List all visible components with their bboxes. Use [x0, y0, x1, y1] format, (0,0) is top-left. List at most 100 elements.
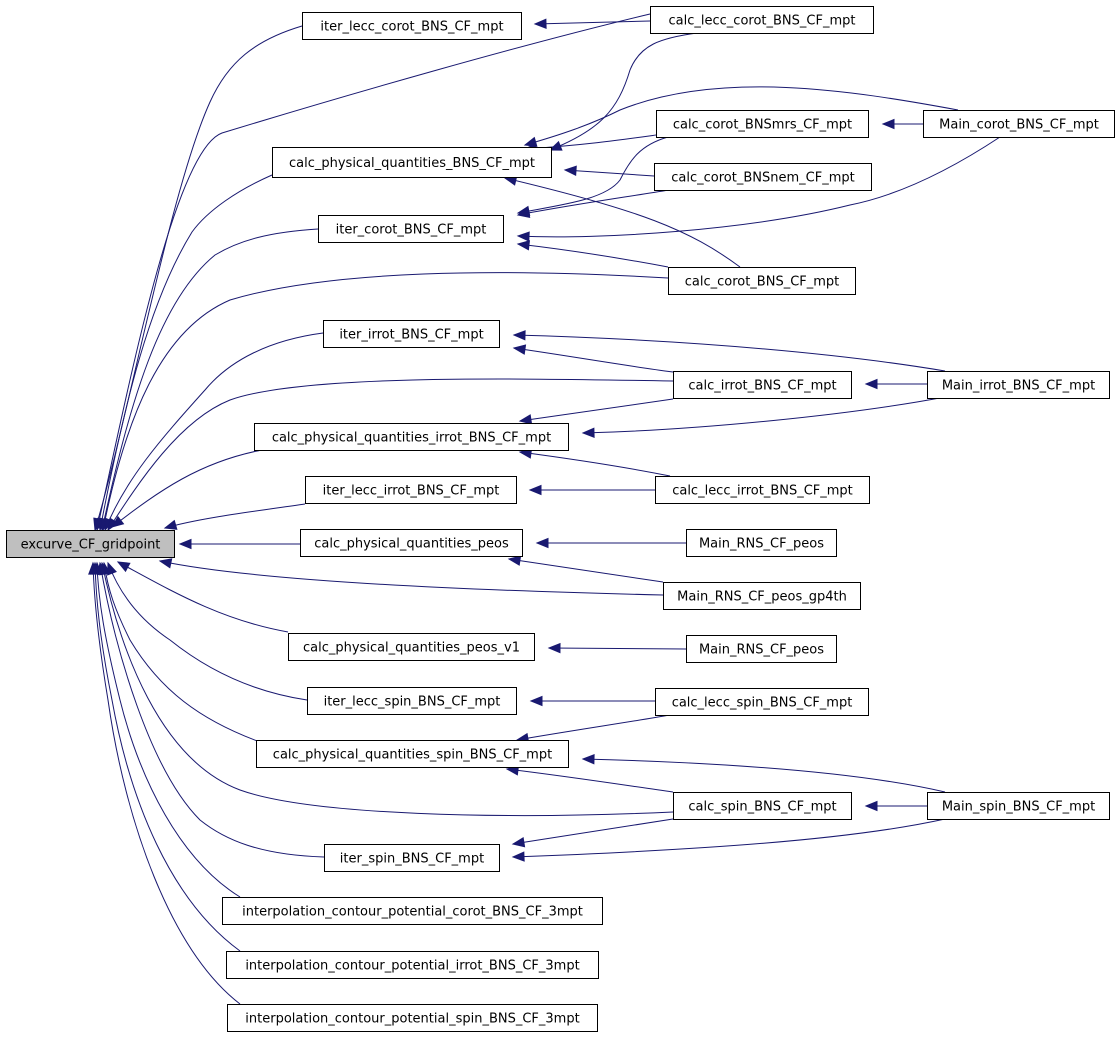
edge-line — [517, 189, 670, 216]
edge-iter_spin-to-excurve — [96, 561, 325, 858]
edge-line — [513, 347, 674, 373]
node-iter_lecc_corot[interactable]: iter_lecc_corot_BNS_CF_mpt — [302, 12, 522, 40]
edge-calc_lecc_irrot-to-iter_lecc_irrot — [528, 484, 655, 496]
arrowhead-icon — [512, 344, 527, 355]
node-cpq_spin[interactable]: calc_physical_quantities_spin_BNS_CF_mpt — [256, 740, 569, 768]
node-main_rns_peos_b[interactable]: Main_RNS_CF_peos — [686, 635, 837, 663]
arrowhead-icon — [563, 165, 577, 177]
edge-line — [117, 561, 289, 633]
arrowhead-icon — [547, 642, 561, 654]
node-label: calc_physical_quantities_peos_v1 — [303, 641, 520, 656]
node-calc_corot_nem[interactable]: calc_corot_BNSnem_CF_mpt — [654, 163, 872, 191]
edge-main_corot-to-iter_corot — [516, 136, 1001, 242]
edge-line — [101, 562, 674, 817]
node-label: calc_irrot_BNS_CF_mpt — [688, 379, 836, 394]
edge-iter_lecc_spin-to-excurve — [107, 561, 308, 701]
node-box — [227, 1004, 598, 1032]
arrowhead-icon — [516, 231, 530, 242]
edge-main_irrot-to-cpq_irrot — [581, 396, 946, 438]
arrowhead-icon — [110, 515, 125, 528]
edge-line — [512, 818, 946, 858]
edge-line — [517, 136, 669, 214]
node-calc_lecc_corot[interactable]: calc_lecc_corot_BNS_CF_mpt — [650, 6, 874, 34]
node-interp_spin[interactable]: interpolation_contour_potential_spin_BNS… — [227, 1004, 598, 1032]
node-cpq_bns[interactable]: calc_physical_quantities_BNS_CF_mpt — [272, 147, 552, 178]
arrowhead-icon — [529, 695, 543, 707]
arrowhead-icon — [511, 851, 525, 862]
node-main_corot[interactable]: Main_corot_BNS_CF_mpt — [923, 110, 1115, 138]
node-box — [300, 529, 523, 557]
edge-line — [107, 562, 308, 701]
edge-calc_corot_nem-to-cpq_bns — [563, 165, 655, 177]
node-iter_spin[interactable]: iter_spin_BNS_CF_mpt — [324, 844, 500, 872]
edge-cpq_peos-to-excurve — [178, 538, 300, 550]
arrowhead-icon — [864, 800, 878, 812]
node-iter_irrot[interactable]: iter_irrot_BNS_CF_mpt — [323, 320, 500, 348]
edge-main_spin-to-calc_spin — [864, 800, 927, 812]
node-calc_lecc_spin[interactable]: calc_lecc_spin_BNS_CF_mpt — [655, 688, 869, 716]
edge-line — [101, 228, 319, 531]
edge-calc_irrot-to-cpq_irrot — [518, 398, 674, 425]
edge-calc_spin-to-cpq_spin — [505, 765, 674, 793]
node-calc_corot[interactable]: calc_corot_BNS_CF_mpt — [668, 267, 856, 295]
node-interp_irrot[interactable]: interpolation_contour_potential_irrot_BN… — [226, 951, 599, 979]
edges-layer — [88, 13, 1001, 1005]
edge-main_rns_peos_a-to-cpq_peos — [535, 537, 686, 549]
node-calc_lecc_irrot[interactable]: calc_lecc_irrot_BNS_CF_mpt — [655, 476, 870, 504]
edge-line — [99, 562, 325, 858]
arrowhead-icon — [533, 18, 547, 29]
node-cpq_peos[interactable]: calc_physical_quantities_peos — [300, 529, 523, 557]
node-iter_lecc_spin[interactable]: iter_lecc_spin_BNS_CF_mpt — [307, 687, 517, 715]
edge-calc_corot-to-iter_corot — [516, 240, 669, 268]
node-cpq_peos_v1[interactable]: calc_physical_quantities_peos_v1 — [288, 633, 535, 661]
edge-line — [508, 558, 664, 583]
edge-cpq_peos_v1-to-excurve — [116, 561, 289, 633]
node-label: calc_physical_quantities_peos — [314, 537, 509, 552]
edge-line — [516, 714, 671, 741]
node-main_rns_peos_a[interactable]: Main_RNS_CF_peos — [686, 529, 837, 557]
node-calc_corot_mrs[interactable]: calc_corot_BNSmrs_CF_mpt — [656, 110, 869, 138]
node-interp_corot[interactable]: interpolation_contour_potential_corot_BN… — [222, 897, 603, 925]
node-label: Main_RNS_CF_peos — [699, 643, 824, 658]
edge-calc_irrot-to-iter_irrot — [512, 344, 674, 373]
node-box — [656, 110, 869, 138]
arrowhead-icon — [163, 519, 178, 530]
node-cpq_irrot[interactable]: calc_physical_quantities_irrot_BNS_CF_mp… — [254, 423, 569, 451]
node-label: calc_physical_quantities_irrot_BNS_CF_mp… — [272, 431, 551, 446]
arrowhead-icon — [535, 537, 549, 549]
edge-line — [582, 758, 946, 793]
node-label: calc_lecc_spin_BNS_CF_mpt — [672, 696, 853, 711]
node-main_rns_gp4th[interactable]: Main_RNS_CF_peos_gp4th — [663, 582, 861, 610]
arrowhead-icon — [158, 558, 173, 569]
node-box — [655, 476, 870, 504]
node-label: iter_lecc_corot_BNS_CF_mpt — [320, 20, 503, 35]
edge-line — [582, 396, 946, 434]
node-main_irrot[interactable]: Main_irrot_BNS_CF_mpt — [927, 371, 1110, 399]
node-box — [256, 740, 569, 768]
edge-main_spin-to-cpq_spin — [581, 754, 946, 793]
edge-line — [103, 562, 261, 743]
edge-calc_lecc_irrot-to-cpq_irrot — [518, 448, 671, 477]
edge-line — [512, 818, 674, 845]
edge-calc_corot_nem-to-iter_corot — [516, 189, 670, 218]
node-calc_spin[interactable]: calc_spin_BNS_CF_mpt — [673, 792, 852, 820]
node-iter_lecc_irrot[interactable]: iter_lecc_irrot_BNS_CF_mpt — [305, 476, 517, 504]
edge-main_irrot-to-calc_irrot — [864, 378, 927, 390]
node-label: calc_corot_BNSmrs_CF_mpt — [673, 118, 852, 133]
arrowhead-icon — [88, 561, 99, 575]
arrowhead-icon — [518, 414, 533, 425]
node-label: iter_spin_BNS_CF_mpt — [340, 852, 484, 867]
node-box — [927, 371, 1110, 399]
arrowhead-icon — [516, 207, 531, 218]
node-label: iter_irrot_BNS_CF_mpt — [339, 328, 483, 343]
node-calc_irrot[interactable]: calc_irrot_BNS_CF_mpt — [673, 371, 852, 399]
edge-line — [549, 32, 698, 151]
arrowhead-icon — [864, 378, 878, 390]
node-main_spin[interactable]: Main_spin_BNS_CF_mpt — [927, 792, 1110, 820]
edge-interp_irrot-to-excurve — [90, 561, 241, 952]
node-excurve[interactable]: excurve_CF_gridpoint — [6, 530, 175, 558]
edge-line — [96, 562, 241, 898]
node-iter_corot[interactable]: iter_corot_BNS_CF_mpt — [318, 215, 504, 243]
node-label: excurve_CF_gridpoint — [21, 538, 161, 553]
